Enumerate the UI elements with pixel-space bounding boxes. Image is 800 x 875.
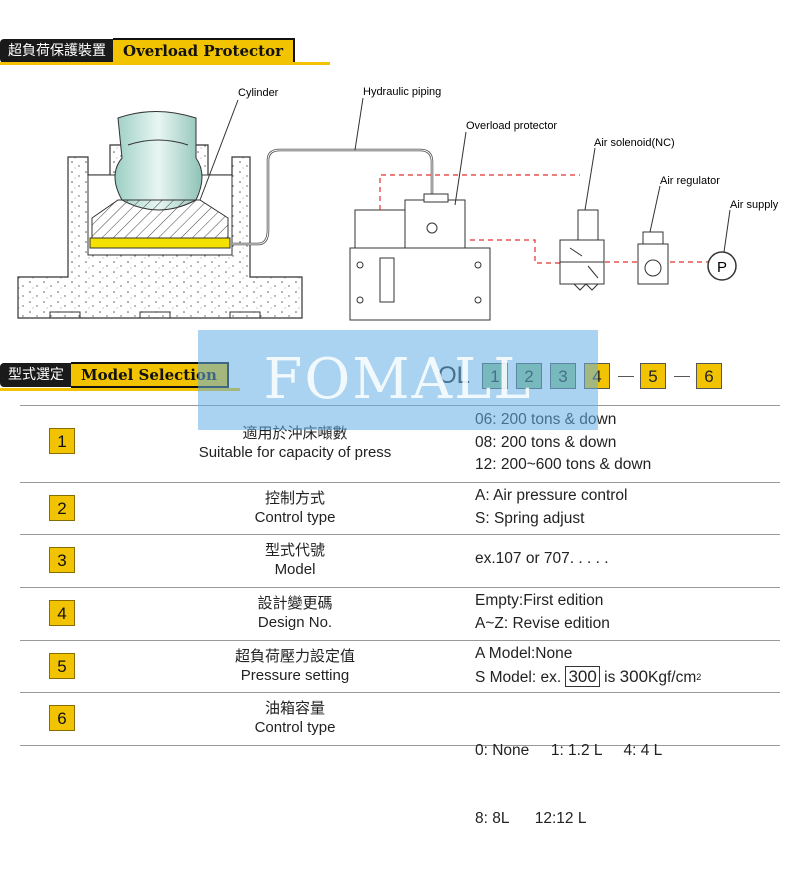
row-number: 5 xyxy=(49,653,75,679)
watermark-overlay: FOMALL xyxy=(198,330,598,430)
table-row: 3 型式代號 Model ex.107 or 707. . . . . xyxy=(20,534,780,588)
table-row: 5 超負荷壓力設定值 Pressure setting A Model:None… xyxy=(20,640,780,693)
label-cylinder: Cylinder xyxy=(238,87,279,99)
option: 8: 8L 12:12 L xyxy=(475,809,587,827)
air-solenoid-shape xyxy=(559,209,605,291)
row-number: 4 xyxy=(49,600,75,626)
option: ex.107 or 707. . . . . xyxy=(475,550,609,567)
code-box-6: 6 xyxy=(696,363,723,389)
option: 08: 200 tons & down xyxy=(475,433,617,451)
row-number: 6 xyxy=(49,705,75,731)
option-s-model: S Model: ex. 300 is 300Kgf/cm2 xyxy=(475,665,702,687)
row-label-zh: 油箱容量 xyxy=(264,699,325,717)
svg-text:P: P xyxy=(717,259,727,276)
table-row: 1 適用於沖床噸數 Suitable for capacity of press… xyxy=(20,405,780,483)
air-regulator-shape xyxy=(637,231,669,285)
code-dash xyxy=(618,375,635,377)
option: A Model:None xyxy=(475,645,573,662)
label-air-supply: Air supply xyxy=(730,199,779,211)
option: S: Spring adjust xyxy=(475,509,585,527)
option: A~Z: Revise edition xyxy=(475,614,610,632)
label-overload-protector: Overload protector xyxy=(466,120,557,132)
cylinder-shape xyxy=(114,111,203,211)
row-label-zh: 設計變更碼 xyxy=(257,594,333,612)
row-label-en: Control type xyxy=(254,509,336,526)
overload-protector-shape xyxy=(349,193,491,321)
option: 12: 200~600 tons & down xyxy=(475,456,652,473)
row-label-zh: 超負荷壓力設定值 xyxy=(234,647,355,665)
code-box-5: 5 xyxy=(640,363,667,389)
row-label-en: Pressure setting xyxy=(240,667,350,684)
row-number: 2 xyxy=(49,495,75,521)
option: A: Air pressure control xyxy=(475,487,628,504)
row-label-zh: 控制方式 xyxy=(264,489,325,507)
row-label-en: Design No. xyxy=(257,614,333,631)
row-label-en: Model xyxy=(274,561,316,578)
section-header-model: 型式選定 Model Selection xyxy=(0,362,229,388)
section-title-cn: 超負荷保護裝置 xyxy=(0,39,113,63)
row-label-en: Suitable for capacity of press xyxy=(198,444,392,461)
section2-underline xyxy=(0,388,240,391)
table-row: 2 控制方式 Control type A: Air pressure cont… xyxy=(20,482,780,535)
pressure-value-box: 300 xyxy=(565,665,600,687)
table-row: 6 油箱容量 Control type 0: None 1: 1.2 L 4: … xyxy=(20,692,780,827)
table-row: 4 設計變更碼 Design No. Empty:First edition A… xyxy=(20,587,780,641)
row-label-en: Control type xyxy=(254,719,336,736)
system-diagram: P Cylinder Hydraulic piping Overload pro… xyxy=(17,86,779,321)
row-number: 1 xyxy=(49,428,75,454)
label-hydraulic-piping: Hydraulic piping xyxy=(363,86,441,98)
option: 0: None 1: 1.2 L 4: 4 L xyxy=(475,742,663,759)
label-air-solenoid: Air solenoid(NC) xyxy=(594,137,675,149)
section-underline xyxy=(0,62,330,65)
row-number: 3 xyxy=(49,547,75,573)
label-air-regulator: Air regulator xyxy=(660,175,720,187)
code-dash xyxy=(674,375,691,377)
row-label-zh: 型式代號 xyxy=(264,541,325,559)
air-supply-symbol xyxy=(707,251,737,281)
section2-title-cn: 型式選定 xyxy=(0,363,71,387)
option: Empty:First edition xyxy=(475,592,604,609)
